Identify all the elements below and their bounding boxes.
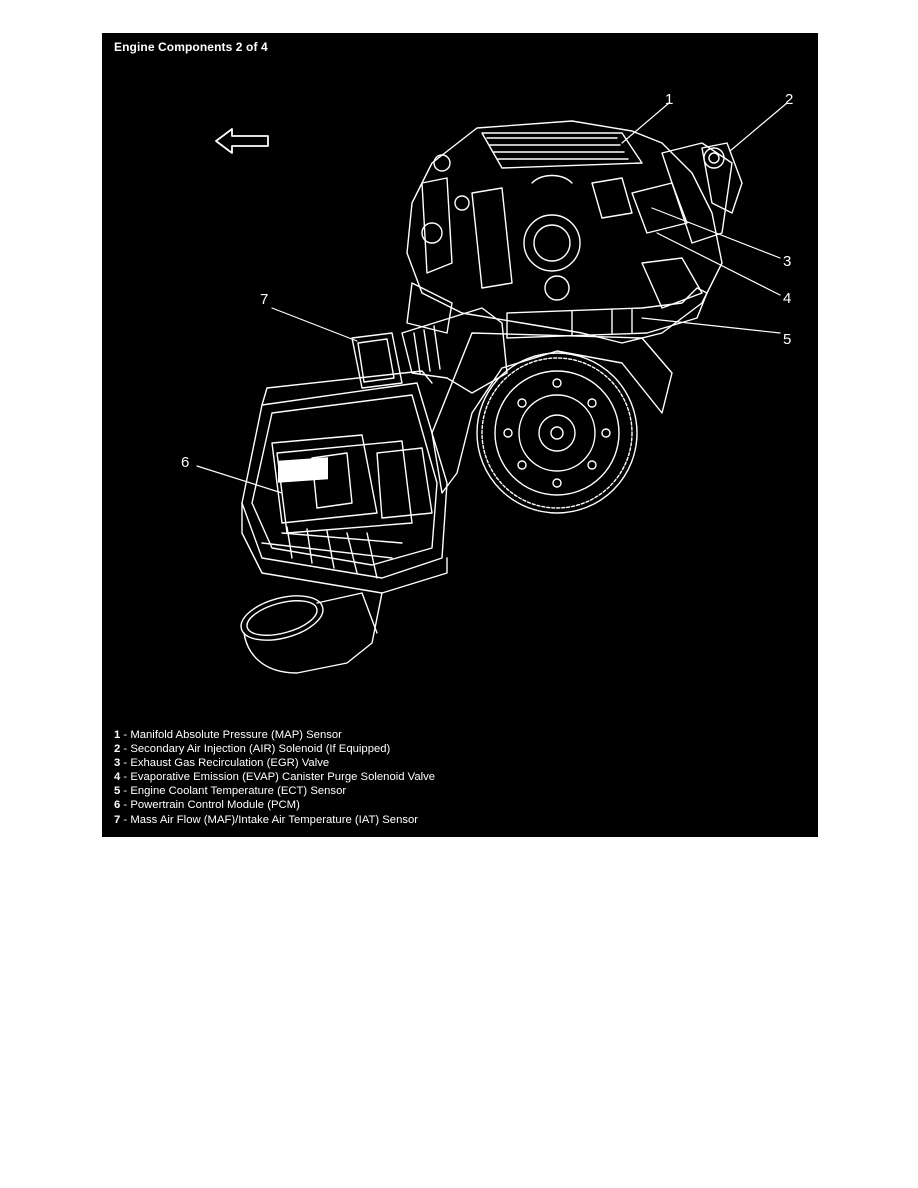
- legend-number: 1: [114, 729, 121, 741]
- left-arrow-icon: [215, 128, 269, 154]
- engine-components-figure: Engine Components 2 of 4: [102, 33, 818, 837]
- callout-4: 4: [783, 290, 792, 307]
- legend-text: - Exhaust Gas Recirculation (EGR) Valve: [120, 757, 330, 770]
- legend-text: - Mass Air Flow (MAF)/Intake Air Tempera…: [120, 813, 419, 826]
- legend-item: 7 - Mass Air Flow (MAF)/Intake Air Tempe…: [114, 813, 435, 827]
- callout-3: 3: [783, 253, 792, 270]
- bellhousing: [431, 332, 673, 494]
- legend-number: 7: [114, 813, 121, 826]
- legend-number: 6: [114, 799, 121, 812]
- flywheel: [476, 352, 638, 514]
- legend-number: 4: [114, 771, 121, 784]
- legend-text: - Secondary Air Injection (AIR) Solenoid…: [120, 743, 391, 756]
- callout-leaders: [196, 102, 788, 494]
- legend-item: 5 - Engine Coolant Temperature (ECT) Sen…: [114, 784, 435, 798]
- legend-number: 5: [114, 785, 121, 798]
- callout-7: 7: [260, 291, 269, 308]
- legend-item: 3 - Exhaust Gas Recirculation (EGR) Valv…: [114, 756, 435, 770]
- maf-sensor: [351, 332, 403, 389]
- engine-block: [406, 120, 743, 344]
- legend-text: - Powertrain Control Module (PCM): [120, 799, 300, 812]
- legend-text: - Evaporative Emission (EVAP) Canister P…: [120, 771, 436, 784]
- pcm-module: [271, 434, 433, 524]
- callout-5: 5: [783, 331, 792, 348]
- legend-item: 6 - Powertrain Control Module (PCM): [114, 798, 435, 812]
- callout-1: 1: [665, 91, 674, 108]
- legend-text: - Manifold Absolute Pressure (MAP) Senso…: [120, 729, 342, 741]
- air-cleaner-box: [241, 370, 448, 594]
- legend-number: 3: [114, 757, 121, 770]
- coolant-pipe: [506, 287, 708, 339]
- callout-2: 2: [785, 91, 794, 108]
- callout-6: 6: [181, 454, 190, 471]
- component-legend: 1 - Manifold Absolute Pressure (MAP) Sen…: [114, 728, 435, 827]
- legend-number: 2: [114, 743, 121, 756]
- legend-item: 1 - Manifold Absolute Pressure (MAP) Sen…: [114, 728, 435, 742]
- legend-text: - Engine Coolant Temperature (ECT) Senso…: [120, 785, 347, 798]
- intake-duct: [401, 307, 508, 394]
- legend-item: 4 - Evaporative Emission (EVAP) Canister…: [114, 770, 435, 784]
- air-inlet-tube: [240, 592, 383, 674]
- figure-title: Engine Components 2 of 4: [114, 40, 268, 54]
- engine-illustration: [196, 102, 788, 674]
- legend-item: 2 - Secondary Air Injection (AIR) Soleno…: [114, 742, 435, 756]
